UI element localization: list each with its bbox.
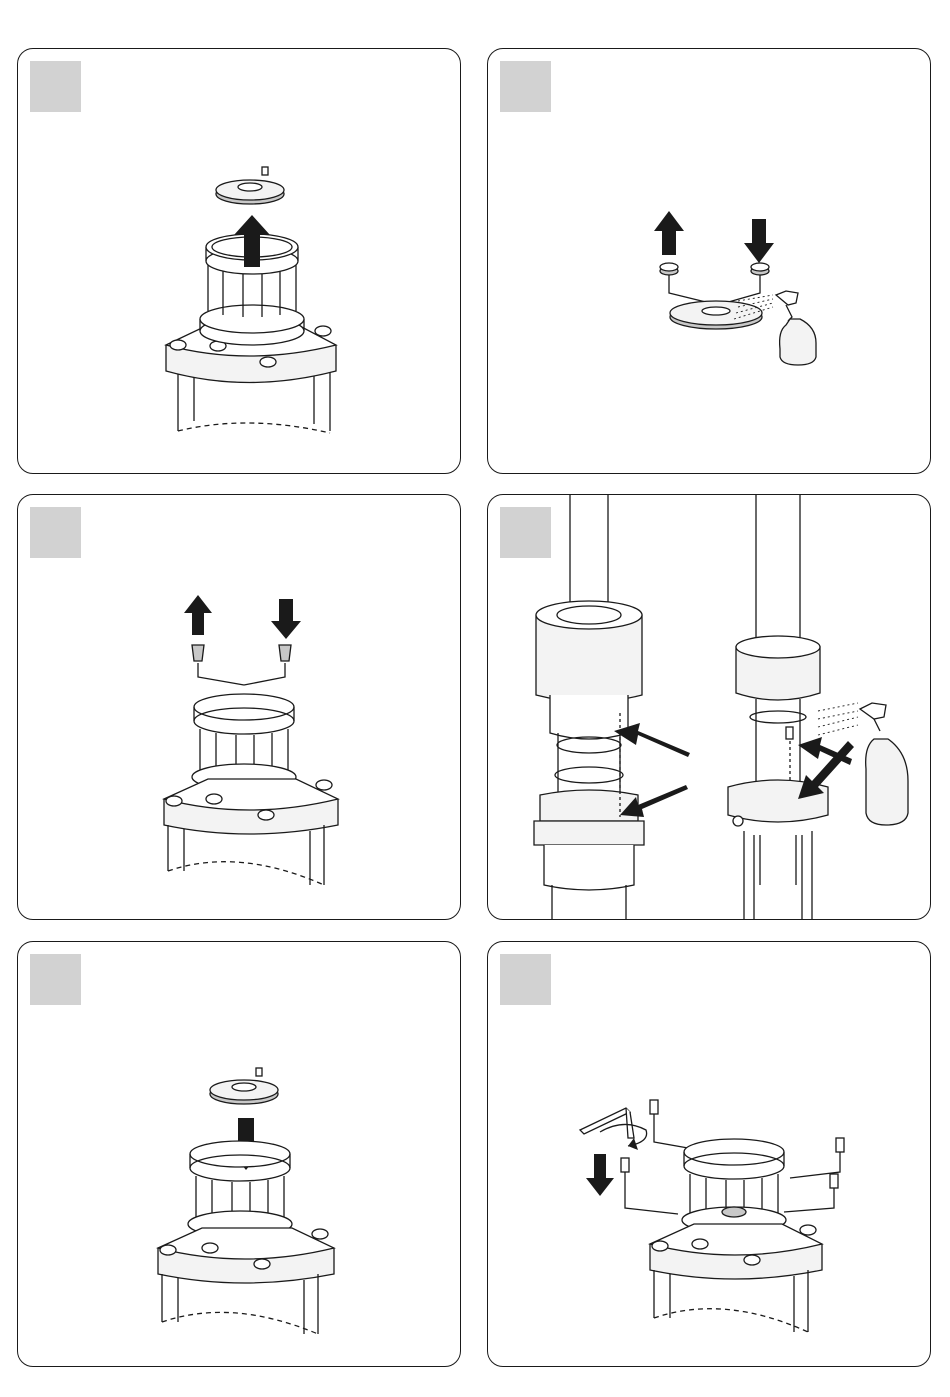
arrow-down (744, 219, 774, 263)
insert-left (192, 645, 204, 661)
instruction-panel-4 (487, 494, 931, 920)
instruction-panel-6 (487, 941, 931, 1367)
arrow-up (184, 595, 212, 635)
step-badge-4 (500, 507, 551, 558)
step-badge-2 (500, 61, 551, 112)
illustration-valve-inserts (18, 495, 461, 920)
instruction-panel-3 (17, 494, 461, 920)
hex-key-icon (580, 1108, 634, 1138)
arrow-down (586, 1154, 614, 1196)
instruction-panel-1 (17, 48, 461, 474)
illustration-refit-cap (18, 942, 461, 1367)
top-cap (210, 1068, 278, 1104)
valve-cage (192, 694, 296, 790)
valve-cage (682, 1139, 786, 1233)
stem-left (534, 495, 644, 920)
illustration-stem-inspection (488, 495, 931, 920)
seal-right (751, 263, 769, 275)
illustration-cap-seals (488, 49, 931, 474)
arrow-down (271, 599, 301, 639)
arrow-up (654, 211, 684, 255)
valve-body (650, 1224, 822, 1332)
arrow-pointer-1 (614, 723, 690, 757)
spray-bottle (860, 703, 908, 825)
rotate-arrow-icon (600, 1124, 647, 1146)
illustration-fit-screws (488, 942, 931, 1367)
valve-body (158, 1228, 334, 1334)
seal-left (660, 263, 678, 275)
step-badge-5 (30, 954, 81, 1005)
step-badge-1 (30, 61, 81, 112)
valve-body (164, 779, 338, 885)
valve-cage (188, 1141, 292, 1237)
top-cap (216, 167, 284, 204)
step-badge-3 (30, 507, 81, 558)
instruction-panel-2 (487, 48, 931, 474)
insert-right (279, 645, 291, 661)
step-badge-6 (500, 954, 551, 1005)
cap-plate (670, 301, 762, 329)
illustration-remove-cap (18, 49, 461, 474)
stem-right (728, 495, 828, 920)
spray-bottle (776, 291, 816, 365)
instruction-panel-5 (17, 941, 461, 1367)
